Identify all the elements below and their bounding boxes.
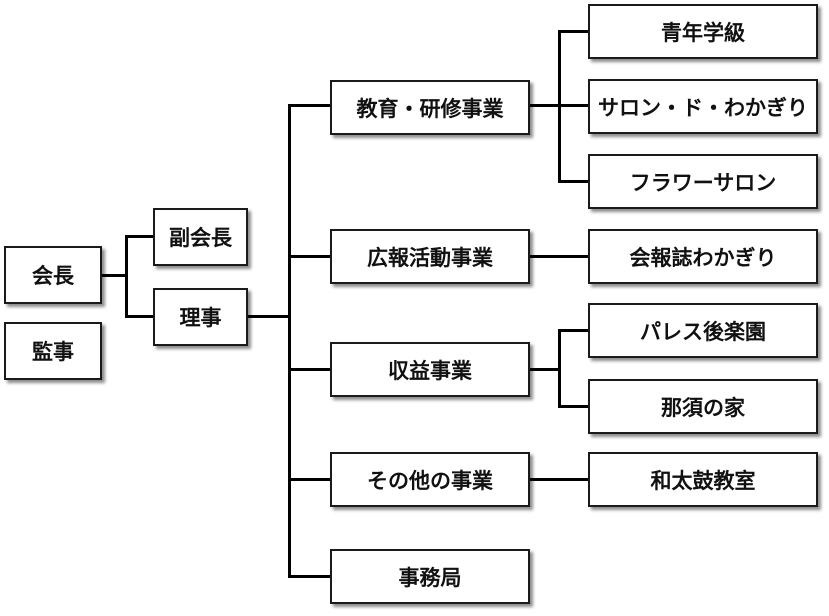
node-education: 教育・研修事業 (330, 80, 530, 135)
connector (558, 329, 561, 408)
node-flower-salon: フラワーサロン (588, 154, 818, 209)
connector (530, 368, 560, 371)
node-newsletter: 会報誌わかぎり (588, 229, 818, 284)
connector (558, 30, 588, 33)
connector (288, 478, 330, 481)
connector (288, 368, 330, 371)
node-youth-class: 青年学級 (588, 4, 818, 59)
node-taiko: 和太鼓教室 (588, 452, 818, 507)
connector (530, 104, 560, 107)
node-other: その他の事業 (330, 452, 530, 507)
node-profit: 収益事業 (330, 342, 530, 397)
connector (102, 274, 127, 277)
connector (288, 255, 330, 258)
connector (125, 235, 153, 238)
node-vice-president: 副会長 (153, 208, 248, 266)
node-office: 事務局 (330, 549, 530, 604)
node-salon: サロン・ド・わかぎり (588, 79, 818, 134)
connector (288, 104, 291, 578)
connector (288, 575, 330, 578)
connector (248, 315, 290, 318)
connector (125, 235, 128, 317)
connector (558, 104, 588, 107)
connector (125, 315, 153, 318)
connector (530, 255, 588, 258)
connector (288, 104, 330, 107)
node-president: 会長 (4, 246, 102, 304)
node-pr: 広報活動事業 (330, 229, 530, 284)
node-auditor: 監事 (4, 322, 102, 380)
connector (558, 329, 588, 332)
connector (558, 180, 588, 183)
connector (558, 405, 588, 408)
connector (530, 478, 588, 481)
node-palace: パレス後楽園 (588, 303, 818, 358)
node-nasu: 那須の家 (588, 379, 818, 434)
node-directors: 理事 (153, 288, 248, 346)
